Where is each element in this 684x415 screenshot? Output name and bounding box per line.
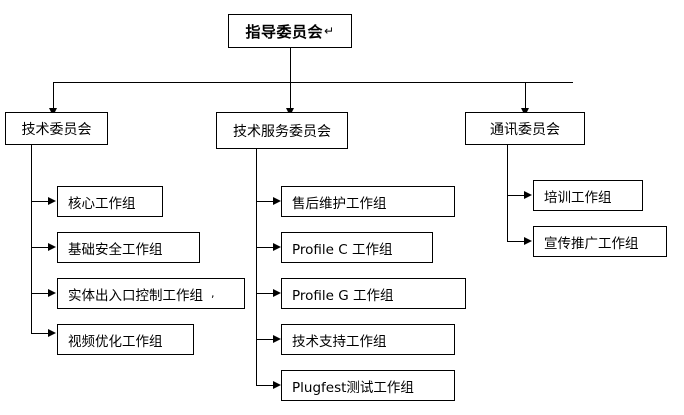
connector-drop-technical-committee	[53, 82, 54, 111]
arrow-right-icon-video-optimization-wg	[48, 329, 56, 337]
arrow-right-icon-profile-c-wg	[273, 243, 281, 251]
connector-drop-technical-service-committee	[290, 82, 291, 111]
node-core-wg-label: 核心工作组	[68, 195, 136, 212]
trailing-mark-icon: ,	[211, 287, 215, 300]
node-physical-access-control-wg[interactable]: 实体出入口控制工作组,	[57, 278, 245, 309]
node-technical-support-wg-label: 技术支持工作组	[292, 333, 387, 350]
node-basic-security-wg[interactable]: 基础安全工作组	[57, 232, 200, 263]
connector-branch-tech-support-wg	[256, 339, 274, 340]
connector-branch-aftersales-wg	[256, 201, 274, 202]
node-technical-committee-label: 技术委员会	[21, 121, 92, 138]
arrow-right-icon-tech-support-wg	[273, 335, 281, 343]
connector-trunk-technical-service-committee	[256, 149, 257, 385]
node-video-optimization-wg[interactable]: 视频优化工作组	[57, 324, 194, 355]
node-basic-security-wg-label: 基础安全工作组	[68, 241, 163, 258]
node-physical-access-control-wg-label: 实体出入口控制工作组	[68, 287, 203, 304]
node-promotion-publicity-wg[interactable]: 宣传推广工作组	[533, 226, 667, 257]
node-root-steering-committee[interactable]: 指导委员会↵	[228, 14, 352, 48]
connector-branch-profile-g-wg	[256, 293, 274, 294]
node-core-wg[interactable]: 核心工作组	[57, 186, 163, 217]
node-aftersales-maintenance-wg[interactable]: 售后维护工作组	[281, 186, 455, 217]
node-communications-committee[interactable]: 通讯委员会	[465, 112, 585, 145]
arrow-right-icon-profile-g-wg	[273, 289, 281, 297]
connector-branch-profile-c-wg	[256, 247, 274, 248]
node-plugfest-testing-wg[interactable]: Plugfest测试工作组	[281, 370, 455, 401]
node-technical-committee[interactable]: 技术委员会	[5, 112, 108, 145]
node-technical-service-committee-label: 技术服务委员会	[233, 123, 331, 140]
connector-branch-plugfest-wg	[256, 385, 274, 386]
arrow-right-icon-aftersales-wg	[273, 197, 281, 205]
return-mark-icon: ↵	[323, 24, 335, 38]
node-technical-support-wg[interactable]: 技术支持工作组	[281, 324, 455, 355]
connector-drop-communications-committee	[525, 82, 526, 111]
connector-branch-basic-security-wg	[31, 247, 49, 248]
node-profile-c-wg[interactable]: Profile C 工作组	[281, 232, 433, 263]
arrow-right-icon-basic-security-wg	[48, 243, 56, 251]
node-plugfest-testing-wg-label: Plugfest测试工作组	[292, 379, 414, 396]
connector-root-stem	[290, 48, 291, 82]
arrow-right-icon-plugfest-wg	[273, 381, 281, 389]
node-profile-g-wg[interactable]: Profile G 工作组	[281, 278, 466, 309]
node-root-label: 指导委员会	[245, 22, 323, 41]
connector-branch-training-wg	[507, 195, 525, 196]
node-profile-g-wg-label: Profile G 工作组	[292, 287, 394, 304]
arrow-right-icon-physical-access-wg	[48, 289, 56, 297]
arrow-right-icon-training-wg	[524, 191, 532, 199]
node-aftersales-maintenance-wg-label: 售后维护工作组	[292, 195, 387, 212]
node-training-wg[interactable]: 培训工作组	[533, 180, 643, 211]
node-communications-committee-label: 通讯委员会	[490, 121, 560, 138]
connector-level2-bus	[53, 82, 573, 83]
connector-trunk-technical-committee	[31, 145, 32, 333]
node-video-optimization-wg-label: 视频优化工作组	[68, 333, 163, 350]
connector-branch-physical-access-wg	[31, 293, 49, 294]
connector-branch-promotion-wg	[507, 241, 525, 242]
arrow-right-icon-promotion-wg	[524, 237, 532, 245]
connector-trunk-communications-committee	[507, 145, 508, 241]
node-technical-service-committee[interactable]: 技术服务委员会	[216, 112, 348, 149]
node-profile-c-wg-label: Profile C 工作组	[292, 241, 393, 258]
node-training-wg-label: 培训工作组	[544, 189, 612, 206]
node-promotion-publicity-wg-label: 宣传推广工作组	[544, 235, 639, 252]
connector-branch-video-optimization-wg	[31, 333, 49, 334]
arrow-right-icon-core-wg	[48, 197, 56, 205]
connector-branch-core-wg	[31, 201, 49, 202]
